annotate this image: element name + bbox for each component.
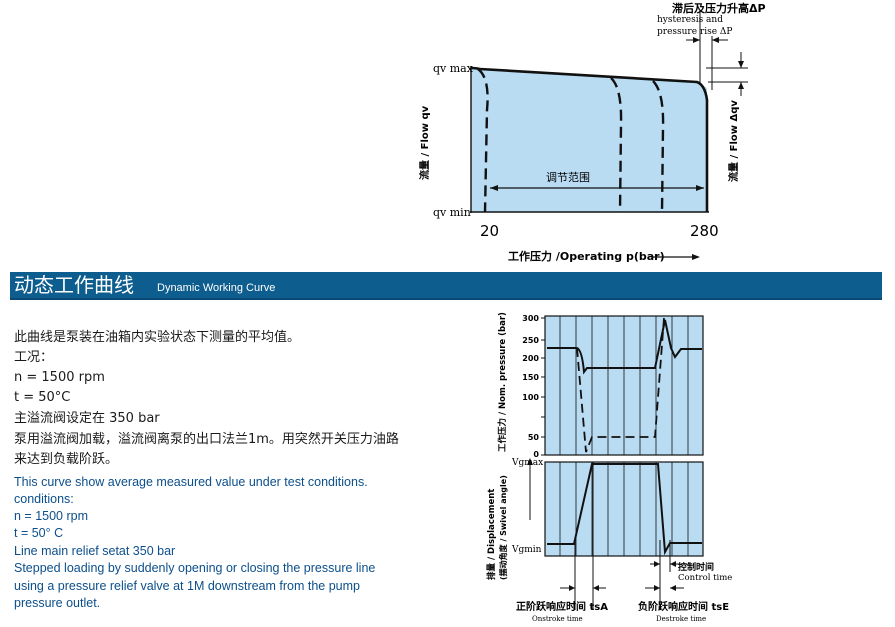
en-line: n = 1500 rpm	[14, 509, 89, 523]
hysteresis-label-en-1: hysteresis and	[657, 15, 723, 25]
cn-line: n = 1500 rpm	[14, 370, 105, 385]
vg-max-label: Vgmax	[511, 458, 543, 468]
flow-max-curve	[470, 66, 709, 212]
qv-max-label: qv max	[433, 62, 474, 75]
pressure-curve-solid	[547, 319, 702, 375]
y-tick-50: 50	[528, 433, 540, 442]
destroke-label-en: Destroke time	[656, 615, 706, 623]
pressure-y-label: 工作压力 / Nom. pressure (bar)	[497, 312, 508, 452]
y-tick-100: 100	[522, 393, 539, 402]
hysteresis-label-en-2: pressure rise ΔP	[657, 27, 732, 37]
section-banner: 动态工作曲线 Dynamic Working Curve	[10, 272, 882, 300]
y-tick-300: 300	[522, 314, 539, 323]
section-title-en: Dynamic Working Curve	[157, 282, 276, 294]
en-line: This curve show average measured value u…	[14, 475, 368, 489]
en-line: Stepped loading by suddenly opening or c…	[14, 561, 376, 575]
dashed-curve-1	[477, 68, 489, 213]
en-line: conditions:	[14, 492, 74, 506]
vg-min-label: Vgmin	[511, 545, 542, 555]
flow-area	[471, 68, 707, 212]
en-line: t = 50° C	[14, 526, 64, 540]
x-tick-20: 20	[480, 222, 499, 240]
flow-y-label: 流量 / Flow qv	[418, 105, 431, 180]
hysteresis-label-cn: 滞后及压力升高ΔP	[672, 1, 766, 15]
flow-characteristic-chart: 滞后及压力升高ΔP hysteresis and pressure rise Δ…	[418, 1, 766, 263]
en-line: pressure outlet.	[14, 596, 101, 610]
flow-x-label: 工作压力 /Operating p(bar)	[508, 249, 665, 263]
y-tick-200: 200	[522, 354, 539, 363]
onstroke-label-en: Onstroke time	[532, 615, 583, 623]
cn-line: 工况：	[14, 350, 54, 365]
cn-line: 来达到负载阶跃。	[14, 452, 119, 467]
cn-line: 主溢流阀设定在 350 bar	[14, 411, 160, 426]
qv-min-label: qv min	[433, 206, 471, 219]
onstroke-label-cn: 正阶跃响应时间 tsA	[516, 600, 608, 613]
displacement-y-label-2: (摆动角度 / Swivel angle)	[498, 475, 508, 580]
dashed-curve-3	[652, 80, 665, 213]
y-tick-250: 250	[522, 336, 539, 345]
regulation-range-label: 调节范围	[546, 170, 590, 184]
cn-line: 泵用溢流阀加载，溢流阀离泵的出口法兰1m。用突然开关压力油路	[14, 432, 399, 447]
y-tick-0: 0	[533, 450, 539, 459]
control-time-en: Control time	[678, 573, 732, 583]
dynamic-response-chart: 300 250 200 150 100 50 0 Vgmax Vgmin 工作压…	[486, 312, 732, 623]
destroke-label-cn: 负阶跃响应时间 tsE	[638, 600, 729, 613]
en-line: using a pressure relief valve at 1M down…	[14, 579, 360, 593]
en-line: Line main relief setat 350 bar	[14, 544, 176, 558]
cn-line: t = 50°C	[14, 390, 71, 405]
section-title-cn: 动态工作曲线	[14, 273, 134, 297]
flow-right-label: 流量 / Flow Δqv	[727, 100, 740, 182]
y-tick-150: 150	[522, 373, 539, 382]
dashed-curve-2	[610, 77, 623, 213]
displacement-y-label-1: 排量 / Displacement	[486, 489, 497, 580]
x-tick-280: 280	[690, 222, 719, 240]
pressure-curve-dashed	[576, 317, 665, 453]
control-time-cn: 控制时间	[678, 561, 714, 573]
cn-line: 此曲线是泵装在油箱内实验状态下测量的平均值。	[14, 330, 301, 345]
